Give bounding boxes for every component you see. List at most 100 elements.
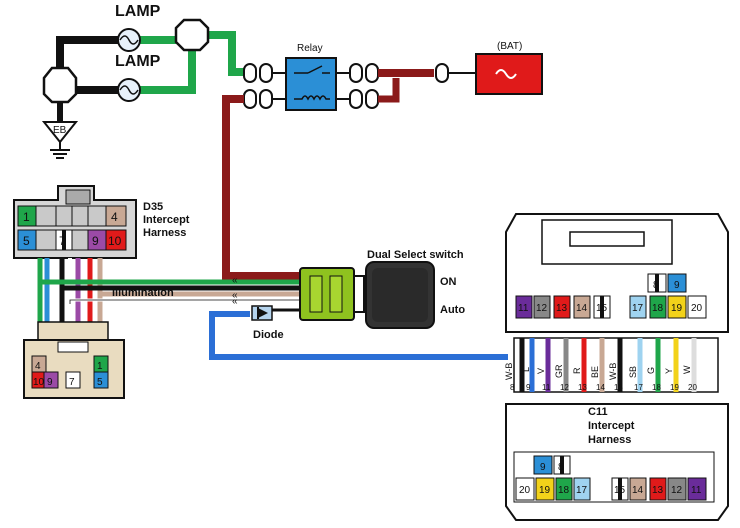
c11-pin-17 bbox=[629, 295, 647, 319]
svg-text:G: G bbox=[646, 367, 656, 374]
c11-pin-19 bbox=[667, 295, 687, 319]
c11-lower-pin-14 bbox=[629, 477, 647, 501]
relay-to-switch-wire bbox=[222, 95, 300, 280]
lamp-circuit: LAMP LAMP EB bbox=[41, 3, 248, 159]
svg-text:13: 13 bbox=[652, 485, 664, 496]
svg-text:5: 5 bbox=[97, 377, 103, 388]
switch-feed-wires: Illumination « « « bbox=[37, 275, 300, 307]
svg-text:14: 14 bbox=[596, 383, 605, 392]
svg-text:17: 17 bbox=[632, 303, 644, 314]
svg-text:13: 13 bbox=[578, 383, 587, 392]
ground-splice bbox=[42, 66, 78, 104]
svg-text:«: « bbox=[232, 275, 238, 286]
svg-text:L: L bbox=[521, 367, 531, 372]
svg-text:19: 19 bbox=[670, 383, 679, 392]
svg-text:8: 8 bbox=[653, 280, 659, 291]
svg-text:7: 7 bbox=[59, 234, 66, 248]
c11-lower-pin-9 bbox=[533, 455, 553, 475]
relay-connector-3 bbox=[365, 63, 379, 83]
svg-text:13: 13 bbox=[556, 303, 568, 314]
d35-wire-bundle bbox=[37, 258, 103, 330]
svg-text:18: 18 bbox=[558, 485, 570, 496]
svg-text:19: 19 bbox=[671, 303, 683, 314]
svg-text:18: 18 bbox=[652, 303, 664, 314]
lamp-splice bbox=[174, 18, 210, 52]
svg-text:9: 9 bbox=[47, 377, 53, 388]
svg-text:15: 15 bbox=[614, 485, 626, 496]
svg-text:8: 8 bbox=[510, 383, 515, 392]
switch-connector bbox=[299, 267, 355, 321]
svg-text:8: 8 bbox=[558, 462, 564, 473]
svg-text:SB: SB bbox=[628, 366, 638, 378]
c11-lower-pin-18 bbox=[555, 477, 573, 501]
svg-text:BE: BE bbox=[590, 366, 600, 378]
d35-pin-4 bbox=[105, 205, 127, 227]
lamp-1-label: LAMP bbox=[115, 3, 161, 20]
svg-text:V: V bbox=[536, 368, 546, 374]
relay-connector-1 bbox=[243, 63, 257, 83]
relay-coil-icon bbox=[294, 95, 330, 101]
svg-text:4: 4 bbox=[111, 210, 118, 224]
c11-pin-13 bbox=[553, 295, 571, 319]
svg-text:«: « bbox=[232, 290, 238, 301]
svg-text:Y: Y bbox=[664, 368, 674, 374]
switch-on-label: ON bbox=[440, 276, 457, 288]
ground-label: EB bbox=[53, 125, 67, 136]
svg-text:12: 12 bbox=[536, 303, 548, 314]
svg-text:9: 9 bbox=[674, 280, 680, 291]
c11-lower-pin-12 bbox=[667, 477, 687, 501]
green-wire-to-relay bbox=[200, 31, 248, 76]
svg-text:20: 20 bbox=[688, 383, 697, 392]
svg-text:1: 1 bbox=[23, 210, 30, 224]
diode-label: Diode bbox=[253, 329, 284, 341]
d35-lower-pin-7 bbox=[65, 371, 81, 389]
d35-title: D35 bbox=[143, 201, 163, 213]
relay-section: Relay (BAT) bbox=[222, 41, 543, 280]
ground-icon bbox=[41, 121, 79, 144]
svg-text:11: 11 bbox=[518, 303, 529, 314]
svg-text:17: 17 bbox=[576, 485, 588, 496]
relay-connector-2 bbox=[243, 89, 257, 109]
c11-subtitle-2: Harness bbox=[588, 434, 631, 446]
svg-text:10: 10 bbox=[108, 234, 122, 248]
c11-lower-pin-20 bbox=[515, 477, 535, 501]
svg-text:12: 12 bbox=[671, 485, 683, 496]
svg-text:9: 9 bbox=[526, 383, 531, 392]
c11-pin-11 bbox=[515, 295, 533, 319]
d35-lower-connector: 4 10 9 7 1 5 bbox=[23, 321, 125, 399]
svg-text:W: W bbox=[682, 365, 692, 374]
svg-text:4: 4 bbox=[35, 361, 41, 372]
c11-lower-pin-17 bbox=[573, 477, 591, 501]
svg-text:W-B: W-B bbox=[608, 363, 618, 380]
c11-pin-18 bbox=[649, 295, 667, 319]
svg-text:«: « bbox=[232, 296, 238, 307]
svg-text:7: 7 bbox=[69, 377, 75, 388]
relay-label: Relay bbox=[297, 43, 323, 54]
d35-subtitle-2: Harness bbox=[143, 227, 186, 239]
diode-circuit: Diode bbox=[209, 305, 508, 360]
svg-text:14: 14 bbox=[632, 485, 644, 496]
c11-lower-pin-13 bbox=[649, 477, 667, 501]
black-wire-top bbox=[56, 36, 118, 80]
switch-auto-label: Auto bbox=[440, 304, 465, 316]
svg-text:5: 5 bbox=[23, 234, 30, 248]
lamp-2-label: LAMP bbox=[115, 53, 161, 70]
svg-text:15: 15 bbox=[614, 383, 623, 392]
green-wire-lamp2 bbox=[140, 45, 196, 94]
d35-subtitle-1: Intercept bbox=[143, 214, 190, 226]
illumination-label: Illumination bbox=[112, 287, 174, 299]
svg-text:GR: GR bbox=[554, 364, 564, 378]
c11-connector: 8 9 11 12 13 14 15 17 18 19 20 bbox=[504, 213, 729, 521]
svg-text:17: 17 bbox=[634, 383, 643, 392]
c11-pin-9 bbox=[667, 273, 687, 293]
svg-text:R: R bbox=[572, 367, 582, 374]
relay-switch-icon bbox=[307, 65, 323, 74]
d35-lower-pin-9 bbox=[43, 371, 59, 389]
svg-text:14: 14 bbox=[576, 303, 588, 314]
svg-text:15: 15 bbox=[596, 303, 608, 314]
c11-pin-20 bbox=[687, 295, 707, 319]
d35-connector: 1 4 5 7 9 10 D35 Intercept Harness bbox=[13, 185, 190, 259]
svg-text:9: 9 bbox=[92, 234, 99, 248]
switch-label: Dual Select switch bbox=[367, 249, 464, 261]
